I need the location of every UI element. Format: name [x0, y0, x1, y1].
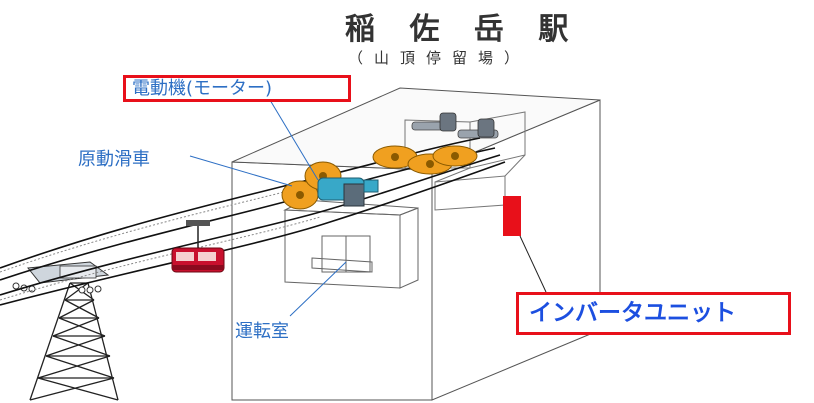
station-subtitle: （山頂停留場）	[348, 49, 531, 67]
drive-pulley	[281, 145, 478, 210]
inverter-unit-label: インバータユニット	[516, 292, 791, 335]
leader-line-motor	[269, 99, 319, 181]
motor-label: 電動機(モーター)	[123, 75, 351, 102]
leader-line-inverter	[519, 235, 547, 293]
pylon	[29, 282, 119, 401]
inverter-unit-block	[503, 196, 521, 236]
control-room-label: 運転室	[235, 321, 289, 342]
station-title: 稲 佐 岳 駅	[345, 12, 581, 47]
leader-line-room	[289, 261, 347, 317]
electric-motor	[317, 177, 379, 207]
drive-pulley-label: 原動滑車	[78, 149, 150, 170]
tension-device	[411, 112, 499, 139]
leader-line-pulley	[189, 155, 293, 187]
gondola	[171, 220, 225, 273]
